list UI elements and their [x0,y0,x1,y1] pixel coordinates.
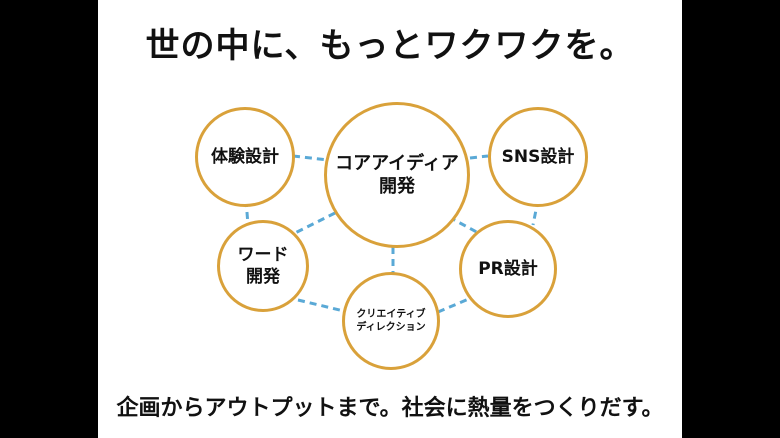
page-title: 世の中に、もっとワクワクを。 [145,26,635,66]
connector-core-sns [469,154,489,160]
slide: 世の中に、もっとワクワクを。 体験設計 SNS設計 コアアイディア 開発 ワード… [98,0,682,438]
connector-core-word [290,211,336,237]
node-word-line1: ワード [237,244,289,265]
node-creative-line2: ディレクション [356,322,426,333]
node-pr-design: PR設計 [459,220,557,318]
node-core-idea: コアアイディア 開発 [324,102,470,248]
node-core-line1: コアアイディア [335,152,459,174]
connector-experience-core [292,154,329,162]
node-sns-design: SNS設計 [488,107,588,207]
connector-core-pr [448,215,483,237]
node-sns-label: SNS設計 [501,146,575,167]
node-pr-label: PR設計 [478,258,538,279]
node-word-line2: 開発 [246,267,280,287]
node-word-development: ワード 開発 [217,220,309,312]
node-experience-label: 体験設計 [211,146,279,167]
node-creative-line1: クリエイティブ [356,309,426,320]
node-creative-direction: クリエイティブ ディレクション [342,272,440,370]
node-experience-design: 体験設計 [195,107,295,207]
node-core-line2: 開発 [379,176,415,197]
footer-tagline: 企画からアウトプットまで。社会に熱量をつくりだす。 [116,395,664,421]
connector-word-creative [297,298,349,314]
